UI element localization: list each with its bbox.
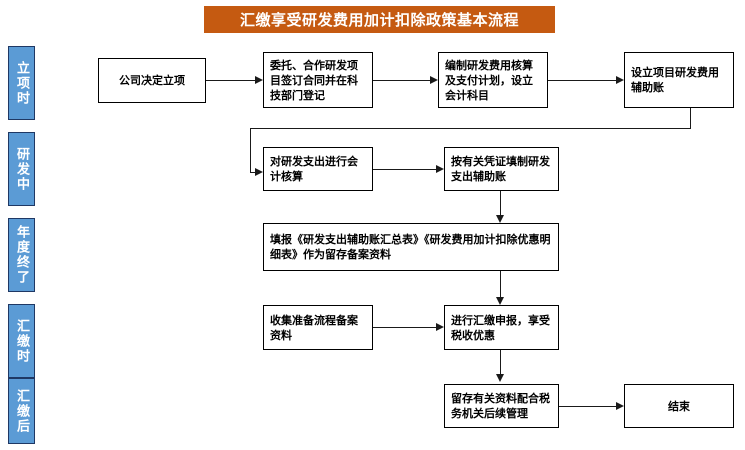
edge-collect-to-declare-arrowhead (436, 322, 444, 331)
node-declare-label: 进行汇缴申报，享受税收优惠 (451, 313, 550, 342)
phase-tab-settlement[interactable]: 汇缴时 (8, 304, 35, 378)
edge-declare-to-retain-arrowhead (495, 374, 504, 382)
edge-plan-to-ledger-arrowhead (616, 75, 624, 84)
node-cost-plan-label: 编制研发费用核算及支付计划，设立会计科目 (445, 58, 533, 102)
node-end-label: 结束 (668, 399, 690, 413)
node-company-decide[interactable]: 公司决定立项 (98, 58, 206, 103)
node-fill-aux-ledger-label: 按有关凭证填制研发支出辅助账 (451, 155, 550, 183)
node-end[interactable]: 结束 (624, 384, 734, 428)
phase-tab-project-setup[interactable]: 立项时 (8, 46, 35, 120)
edge-retain-to-end (559, 406, 616, 408)
edge-fill-to-report (500, 191, 502, 219)
edge-ledger-to-accounting-seg-left (250, 128, 691, 130)
edge-ledger-to-accounting-seg-down2 (250, 128, 252, 173)
node-aux-ledger-setup-label: 设立项目研发费用辅助账 (631, 66, 719, 94)
node-company-decide-label: 公司决定立项 (119, 74, 185, 87)
phase-tab-rd-ongoing[interactable]: 研发中 (8, 132, 35, 206)
edge-retain-to-end-arrowhead (616, 401, 624, 410)
edge-contract-to-plan (373, 80, 430, 82)
node-accounting-label: 对研发支出进行会计核算 (270, 155, 358, 183)
node-retain-docs[interactable]: 留存有关资料配合税务机关后续管理 (444, 384, 559, 428)
edge-collect-to-declare (373, 327, 436, 329)
node-collect-docs[interactable]: 收集准备流程备案资料 (263, 305, 373, 350)
node-declare[interactable]: 进行汇缴申报，享受税收优惠 (444, 305, 559, 350)
edge-accounting-to-fill (373, 169, 436, 171)
edge-report-to-declare (500, 271, 502, 301)
node-aux-ledger-setup[interactable]: 设立项目研发费用辅助账 (624, 52, 734, 108)
node-report-forms[interactable]: 填报《研发支出辅助账汇总表》《研发费用加计扣除优惠明细表》作为留存备案资料 (263, 223, 559, 271)
edge-decide-to-contract (206, 80, 255, 82)
page-title: 汇缴享受研发费用加计扣除政策基本流程 (204, 6, 555, 33)
edge-decide-to-contract-arrowhead (255, 75, 263, 84)
edge-fill-to-report-arrowhead (495, 215, 504, 223)
edge-declare-to-retain (500, 350, 502, 378)
edge-ledger-to-accounting-seg-right (250, 172, 257, 174)
edge-ledger-to-accounting-arrowhead (255, 167, 263, 176)
node-collect-docs-label: 收集准备流程备案资料 (270, 313, 358, 342)
edge-contract-to-plan-arrowhead (430, 75, 438, 84)
node-report-forms-label: 填报《研发支出辅助账汇总表》《研发费用加计扣除优惠明细表》作为留存备案资料 (270, 233, 551, 261)
node-contract-register-label: 委托、合作研发项目签订合同并在科技部门登记 (270, 58, 358, 102)
node-cost-plan[interactable]: 编制研发费用核算及支付计划，设立会计科目 (438, 52, 548, 108)
edge-plan-to-ledger (548, 80, 616, 82)
edge-report-to-declare-arrowhead (495, 297, 504, 305)
node-retain-docs-label: 留存有关资料配合税务机关后续管理 (451, 392, 550, 420)
phase-tab-post-settlement[interactable]: 汇缴后 (8, 378, 35, 444)
node-contract-register[interactable]: 委托、合作研发项目签订合同并在科技部门登记 (263, 52, 373, 108)
node-fill-aux-ledger[interactable]: 按有关凭证填制研发支出辅助账 (444, 147, 559, 191)
edge-ledger-to-accounting-seg-down1 (690, 108, 692, 129)
phase-tab-year-end[interactable]: 年度终了 (8, 218, 35, 292)
node-accounting[interactable]: 对研发支出进行会计核算 (263, 147, 373, 191)
edge-accounting-to-fill-arrowhead (436, 164, 444, 173)
